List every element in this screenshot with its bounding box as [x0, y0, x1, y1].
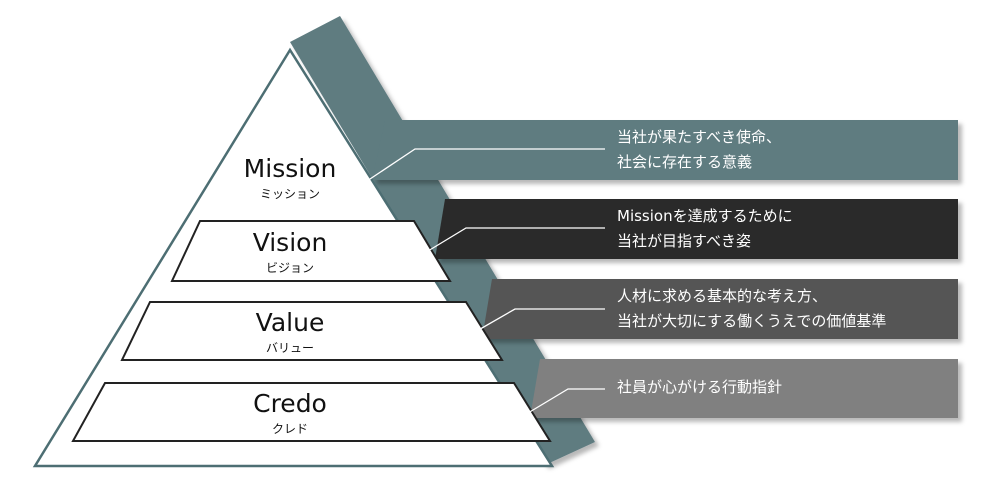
vision-tier-box	[170, 220, 452, 282]
vision-description-line2: 当社が目指すべき姿	[617, 232, 751, 250]
value-subtitle: バリュー	[266, 341, 314, 355]
credo-title: Credo	[253, 389, 327, 418]
mission-title: Mission	[244, 154, 337, 183]
mission-description-line2: 社会に存在する意義	[617, 153, 752, 171]
credo-subtitle: クレド	[272, 422, 308, 436]
value-leader-line	[474, 308, 605, 333]
mission-leader-line	[366, 148, 605, 182]
value-description-line1: 人材に求める基本的な考え方、	[617, 287, 827, 305]
vision-subtitle: ビジョン	[266, 261, 314, 275]
credo-band	[530, 359, 958, 418]
credo-description-line1: 社員が心がける行動指針	[617, 378, 782, 396]
vision-title: Vision	[253, 228, 328, 257]
value-tier-box	[120, 301, 504, 361]
credo-leader-line	[527, 388, 605, 414]
vision-leader-line	[427, 227, 605, 252]
vision-band	[435, 199, 958, 259]
mission-band	[372, 120, 958, 180]
value-band	[482, 279, 958, 339]
credo-tier-box	[71, 382, 552, 442]
vision-description-line1: Missionを達成するために	[617, 207, 793, 225]
mission-subtitle: ミッション	[260, 187, 320, 201]
value-description-line2: 当社が大切にする働くうえでの価値基準	[617, 312, 886, 330]
value-title: Value	[256, 308, 325, 337]
mission-description-line1: 当社が果たすべき使命、	[617, 128, 781, 146]
